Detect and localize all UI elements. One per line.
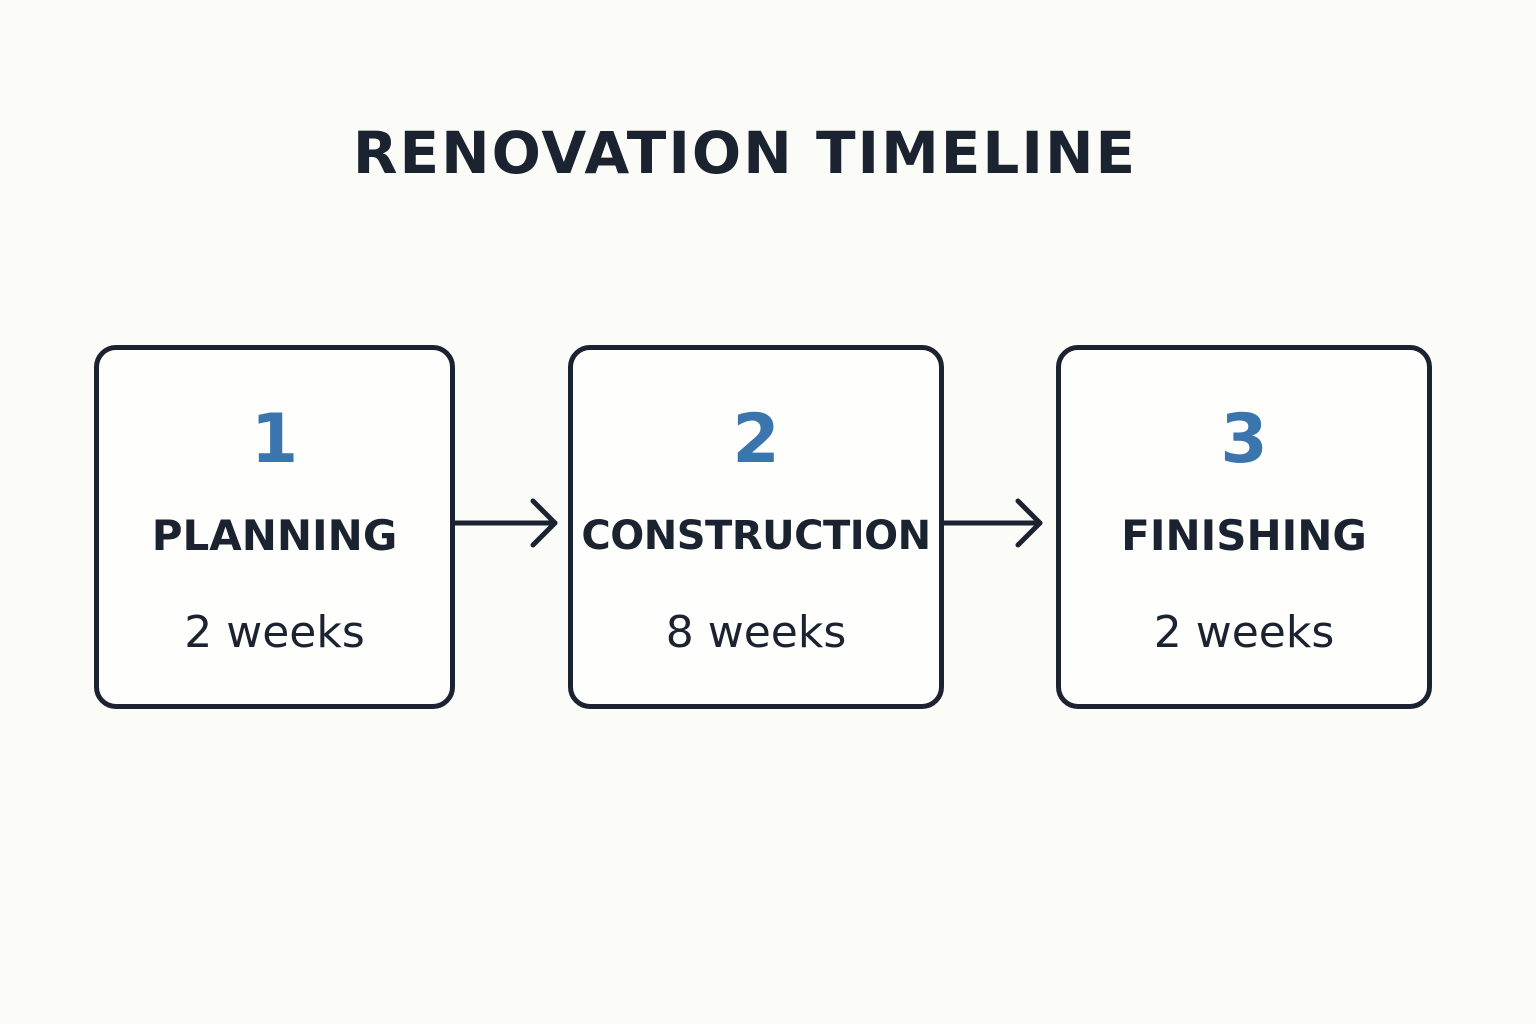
step-box-planning: 1 PLANNING 2 weeks	[94, 345, 455, 709]
step-number: 2	[732, 400, 780, 479]
step-name: PLANNING	[151, 511, 398, 560]
step-duration: 8 weeks	[665, 607, 847, 658]
step-box-finishing: 3 FINISHING 2 weeks	[1056, 345, 1432, 709]
arrow-right-icon	[944, 498, 1043, 548]
step-number: 1	[250, 400, 299, 479]
step-number: 3	[1220, 400, 1268, 479]
step-box-construction: 2 CONSTRUCTION 8 weeks	[568, 345, 944, 709]
step-duration: 2 weeks	[184, 607, 365, 658]
step-name: CONSTRUCTION	[581, 513, 931, 559]
diagram-title: RENOVATION TIMELINE	[352, 119, 1138, 187]
step-duration: 2 weeks	[1153, 607, 1335, 658]
arrow-right-icon	[455, 498, 558, 548]
step-name: FINISHING	[1121, 511, 1367, 560]
